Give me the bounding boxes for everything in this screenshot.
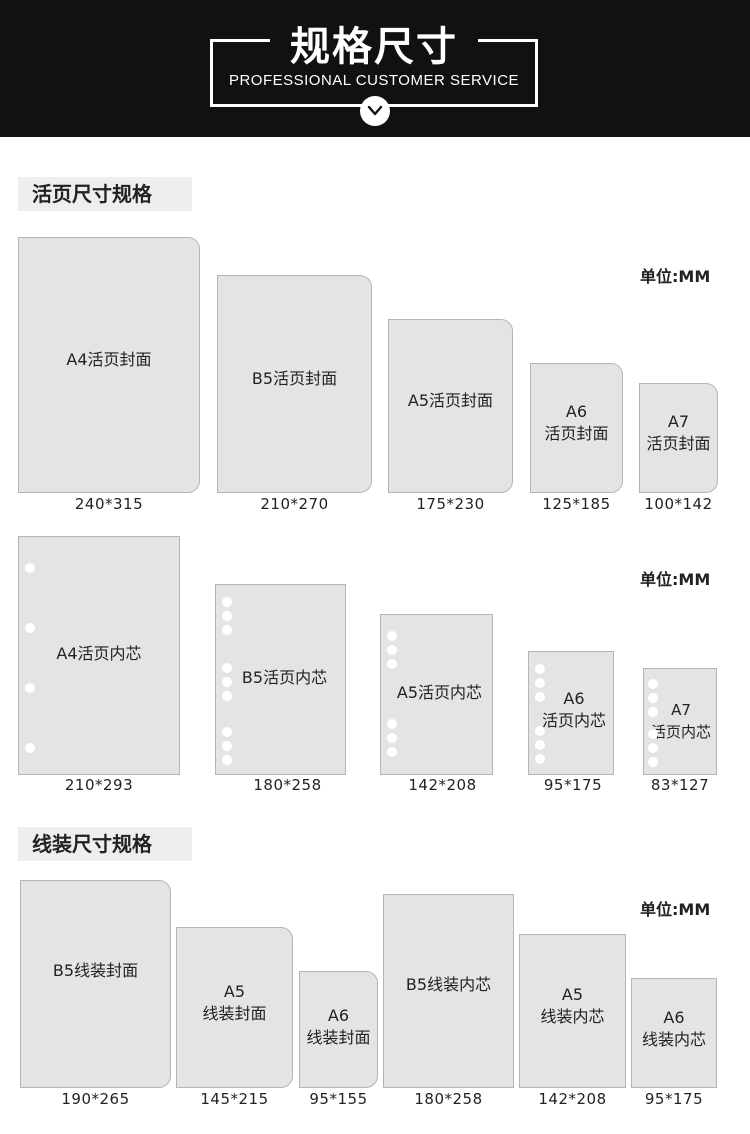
refill-card-a5: A5活页内芯: [380, 614, 493, 775]
thread-size-b5-refill: 180*258: [414, 1090, 483, 1108]
thread-size-a6-cover: 95*155: [309, 1090, 368, 1108]
header-title: 规格尺寸: [290, 24, 458, 70]
cover-size-a7: 100*142: [644, 495, 713, 513]
chevron-down-icon: [367, 105, 383, 116]
punch-hole: [25, 563, 35, 573]
section-title-thread-bound: 线装尺寸规格: [18, 827, 192, 861]
refill-size-a4: 210*293: [64, 776, 134, 794]
refill-size-b5: 180*258: [253, 776, 322, 794]
thread-size-b5-cover: 190*265: [61, 1090, 130, 1108]
refill-size-a5: 142*208: [408, 776, 477, 794]
unit-label: 单位:MM: [640, 900, 711, 919]
cover-size-a4: 240*315: [74, 495, 144, 513]
cover-size-a5: 175*230: [416, 495, 485, 513]
thread-card-b5-refill: B5线装内芯: [383, 894, 514, 1088]
punch-hole: [25, 683, 35, 693]
refill-card-b5: B5活页内芯: [215, 584, 346, 775]
section-title-loose-leaf: 活页尺寸规格: [18, 177, 192, 211]
thread-size-a5-refill: 142*208: [538, 1090, 607, 1108]
cover-card-b5: B5活页封面: [217, 275, 372, 493]
cover-size-b5: 210*270: [260, 495, 329, 513]
refill-size-a7: 83*127: [650, 776, 710, 794]
refill-card-a4: A4活页内芯: [18, 536, 180, 775]
header-banner: 规格尺寸 PROFESSIONAL CUSTOMER SERVICE: [0, 0, 750, 137]
cover-size-a6: 125*185: [542, 495, 611, 513]
scroll-down-button[interactable]: [360, 96, 390, 126]
thread-size-a6-refill: 95*175: [644, 1090, 704, 1108]
thread-size-a5-cover: 145*215: [200, 1090, 269, 1108]
header-subtitle: PROFESSIONAL CUSTOMER SERVICE: [228, 72, 520, 89]
unit-label: 单位:MM: [640, 570, 711, 589]
refill-size-a6: 95*175: [543, 776, 603, 794]
thread-card-b5-cover: B5线装封面: [20, 880, 171, 1088]
unit-label: 单位:MM: [640, 267, 711, 286]
cover-card-a4: A4活页封面: [18, 237, 200, 493]
punch-hole: [25, 623, 35, 633]
punch-hole: [25, 743, 35, 753]
cover-card-a5: A5活页封面: [388, 319, 513, 493]
